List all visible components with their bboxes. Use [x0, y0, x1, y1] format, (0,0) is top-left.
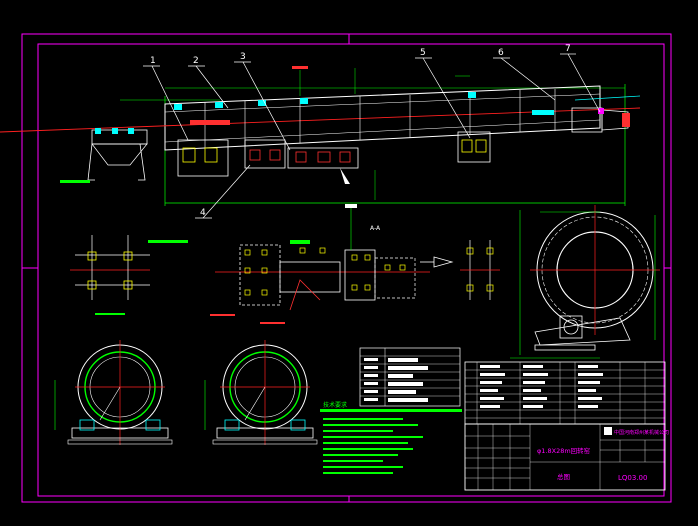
tyre-section-2	[204, 340, 318, 445]
tech-requirements-title: 技术要求	[323, 401, 347, 409]
parts-list	[464, 361, 666, 425]
kiln-elevation	[0, 66, 641, 206]
tyre-section-1	[54, 340, 173, 445]
callout-6: 6	[498, 48, 504, 58]
callout-2: 2	[193, 56, 199, 66]
frame-center-ticks	[22, 34, 671, 502]
girth-gear-view	[510, 205, 660, 359]
section-label: A-A	[370, 225, 381, 232]
drive-plan: A-A	[210, 204, 430, 324]
callout-7: 7	[565, 44, 571, 54]
callout-3: 3	[240, 52, 246, 62]
drawing-name: φ1.8X28m回转窑	[537, 446, 591, 455]
drawing-scale: 总图	[557, 472, 570, 481]
tech-requirements: 技术要求	[320, 401, 462, 474]
inner-frame	[37, 43, 665, 497]
drawing-number: LQ03.00	[618, 474, 647, 482]
callout-4: 4	[200, 208, 206, 218]
spec-table	[359, 347, 461, 407]
company-name: 中国河南郑州某机械公司	[614, 429, 669, 436]
callout-5: 5	[420, 48, 426, 58]
callout-1: 1	[150, 56, 156, 66]
title-block: 中国河南郑州某机械公司 φ1.8X28m回转窑 总图 LQ03.00	[464, 423, 669, 491]
section-arrow	[420, 240, 500, 300]
support-plan-left	[70, 235, 188, 315]
callout-leaders	[143, 53, 601, 219]
